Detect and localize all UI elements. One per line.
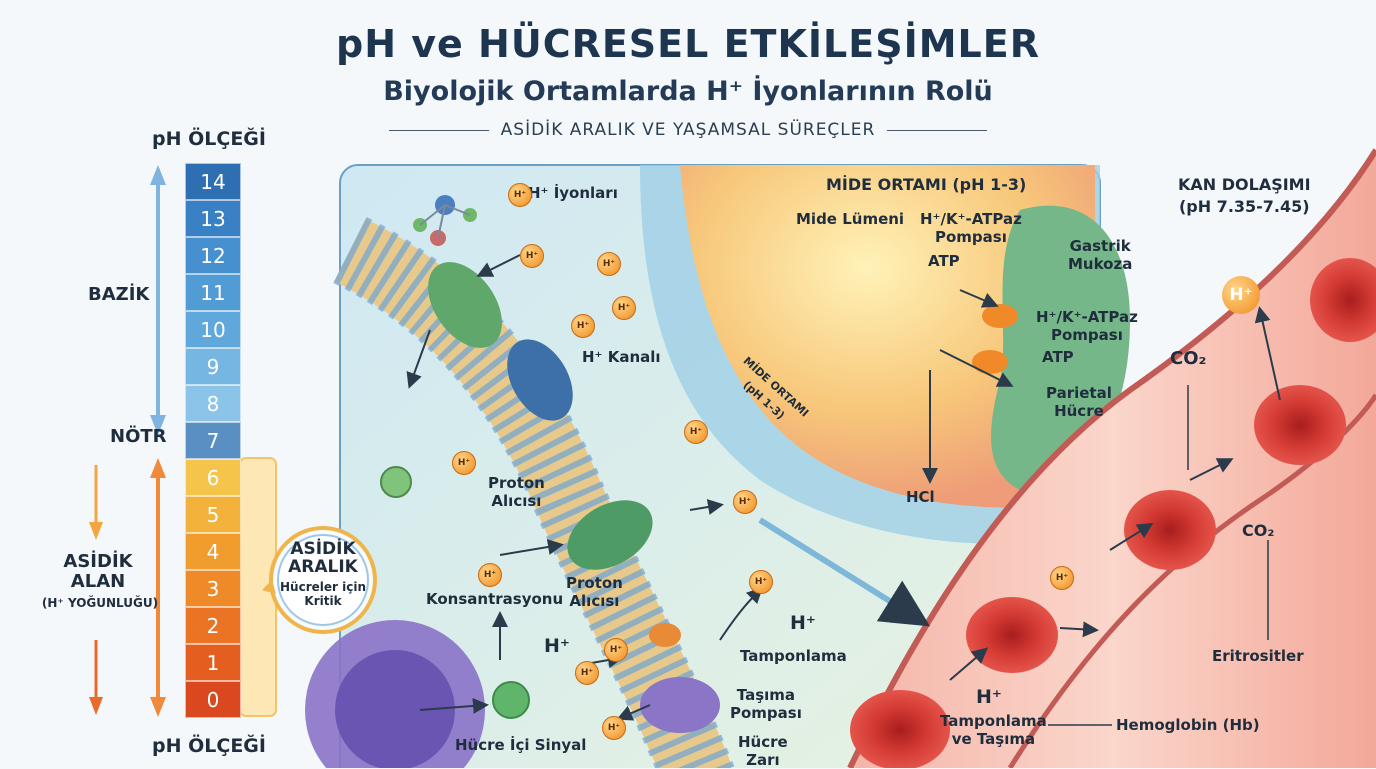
page-title: pH ve HÜCRESEL ETKİLEŞİMLER bbox=[336, 22, 1040, 66]
blood-title-line2: (pH 7.35-7.45) bbox=[1178, 197, 1310, 216]
ph-level-6: 6 bbox=[185, 459, 241, 496]
blood-title: KAN DOLAŞIMI (pH 7.35-7.45) bbox=[1178, 174, 1311, 218]
h-ion: H⁺ bbox=[571, 314, 595, 338]
stomach-title: MİDE ORTAMI (pH 1-3) bbox=[826, 175, 1027, 194]
cell-membrane-line2: Zarı bbox=[746, 751, 780, 769]
ph-level-2: 2 bbox=[185, 607, 241, 644]
callout-line1: ASİDİK bbox=[290, 539, 356, 559]
h-ion: H⁺ bbox=[597, 252, 621, 276]
ph-level-4: 4 bbox=[185, 533, 241, 570]
label-gastric-mucosa: Gastrik Mukoza bbox=[1068, 237, 1132, 273]
tagline-text: ASİDİK ARALIK VE YAŞAMSAL SÜREÇLER bbox=[500, 120, 876, 140]
label-acidic: ASİDİK ALAN bbox=[58, 552, 138, 592]
label-atp-2: ATP bbox=[1042, 348, 1074, 366]
tagline-rule-right bbox=[887, 129, 988, 131]
proton-acceptor-2-line2: Alıcısı bbox=[569, 592, 620, 610]
blood-buffer-line1: Tamponlama bbox=[940, 712, 1047, 730]
callout-line4: Kritik bbox=[304, 594, 342, 608]
label-stomach-lumen: Mide Lümeni bbox=[796, 210, 905, 228]
label-intracellular-signal: Hücre İçi Sinyal bbox=[455, 736, 587, 754]
label-co2-top: CO₂ bbox=[1170, 348, 1207, 369]
label-atp-1: ATP bbox=[928, 252, 960, 270]
label-transport-pump: Taşıma Pompası bbox=[730, 686, 802, 722]
pump-1-line2: Pompası bbox=[934, 228, 1007, 246]
label-erythrocytes: Eritrositler bbox=[1212, 647, 1304, 665]
proton-acceptor-2-line1: Proton bbox=[566, 574, 623, 592]
label-hcl: HCl bbox=[906, 488, 935, 506]
label-acidic-line1: ASİDİK bbox=[63, 551, 133, 572]
label-hemoglobin: Hemoglobin (Hb) bbox=[1116, 716, 1260, 734]
pump-2-line2: Pompası bbox=[1050, 326, 1123, 344]
h-ion: H⁺ bbox=[452, 451, 476, 475]
ph-level-9: 9 bbox=[185, 348, 241, 385]
ph-scale-title-top: pH ÖLÇEĞİ bbox=[152, 128, 266, 150]
pump-1-line1: H⁺/K⁺-ATPaz bbox=[920, 210, 1022, 228]
label-parietal-cell: Parietal Hücre bbox=[1046, 384, 1112, 420]
tagline: ASİDİK ARALIK VE YAŞAMSAL SÜREÇLER bbox=[0, 120, 1376, 140]
label-concentration: Konsantrasyonu bbox=[426, 590, 564, 608]
label-basic: BAZİK bbox=[88, 284, 150, 305]
label-buffering: Tamponlama bbox=[740, 647, 847, 665]
h-ion: H⁺ bbox=[684, 420, 708, 444]
ph-level-11: 11 bbox=[185, 274, 241, 311]
label-cell-membrane: Hücre Zarı bbox=[738, 733, 788, 769]
label-acidic-line2: ALAN bbox=[70, 571, 126, 592]
label-blood-h: H⁺ bbox=[976, 686, 1002, 708]
acidic-range-callout: ASİDİK ARALIK Hücreler için Kritik bbox=[278, 540, 368, 608]
parietal-cell-line2: Hücre bbox=[1054, 402, 1104, 420]
blood-buffer-line2: ve Taşıma bbox=[951, 730, 1036, 748]
ph-level-0: 0 bbox=[185, 681, 241, 718]
h-ion: H⁺ bbox=[520, 244, 544, 268]
ph-scale-title-bottom: pH ÖLÇEĞİ bbox=[152, 735, 266, 757]
label-neutral: NÖTR bbox=[110, 426, 167, 447]
callout-line2: ARALIK bbox=[288, 557, 358, 577]
gastric-mucosa-line2: Mukoza bbox=[1068, 255, 1133, 273]
ph-level-7: 7 bbox=[185, 422, 241, 459]
cell-membrane-line1: Hücre bbox=[738, 733, 788, 751]
h-ion: H⁺ bbox=[508, 183, 532, 207]
label-co2-mid: CO₂ bbox=[1242, 521, 1275, 540]
proton-acceptor-1-line1: Proton bbox=[488, 474, 545, 492]
ph-level-5: 5 bbox=[185, 496, 241, 533]
h-ion: H⁺ bbox=[478, 563, 502, 587]
h-ion: H⁺ bbox=[733, 490, 757, 514]
transport-pump-line1: Taşıma bbox=[736, 686, 796, 704]
h-ion: H⁺ bbox=[612, 296, 636, 320]
ph-level-12: 12 bbox=[185, 237, 241, 274]
ph-level-8: 8 bbox=[185, 385, 241, 422]
h-ion: H⁺ bbox=[602, 716, 626, 740]
ph-level-14: 14 bbox=[185, 163, 241, 200]
proton-acceptor-1-line2: Alıcısı bbox=[491, 492, 542, 510]
label-h-ions: H⁺ İyonları bbox=[528, 184, 618, 202]
h-ion: H⁺ bbox=[604, 638, 628, 662]
tagline-rule-left bbox=[388, 129, 489, 131]
callout-line3: Hücreler için bbox=[280, 580, 366, 594]
h-ion: H⁺ bbox=[575, 661, 599, 685]
h-ion-large: H⁺ bbox=[1222, 276, 1260, 314]
label-h-plus: H⁺ bbox=[544, 635, 570, 657]
ph-level-1: 1 bbox=[185, 644, 241, 681]
page-subtitle: Biyolojik Ortamlarda H⁺ İyonlarının Rolü bbox=[383, 76, 993, 107]
h-ion: H⁺ bbox=[749, 570, 773, 594]
label-h-channel: H⁺ Kanalı bbox=[582, 348, 661, 366]
gastric-mucosa-line1: Gastrik bbox=[1069, 237, 1131, 255]
transport-pump-line2: Pompası bbox=[730, 704, 802, 722]
label-h-plus-right: H⁺ bbox=[790, 612, 816, 634]
label-acidic-note: (H⁺ YOĞUNLUĞU) bbox=[41, 596, 159, 610]
label-proton-acceptor-1: Proton Alıcısı bbox=[488, 474, 545, 510]
pump-2-line1: H⁺/K⁺-ATPaz bbox=[1036, 308, 1138, 326]
label-pump-2: H⁺/K⁺-ATPaz Pompası bbox=[1036, 308, 1138, 344]
ph-level-3: 3 bbox=[185, 570, 241, 607]
blood-title-line1: KAN DOLAŞIMI bbox=[1178, 175, 1311, 194]
parietal-cell-line1: Parietal bbox=[1046, 384, 1112, 402]
label-blood-buffer: Tamponlama ve Taşıma bbox=[940, 712, 1047, 748]
ph-level-13: 13 bbox=[185, 200, 241, 237]
label-pump-1: H⁺/K⁺-ATPaz Pompası bbox=[920, 210, 1022, 246]
ph-level-10: 10 bbox=[185, 311, 241, 348]
h-ion: H⁺ bbox=[1050, 566, 1074, 590]
label-proton-acceptor-2: Proton Alıcısı bbox=[566, 574, 623, 610]
